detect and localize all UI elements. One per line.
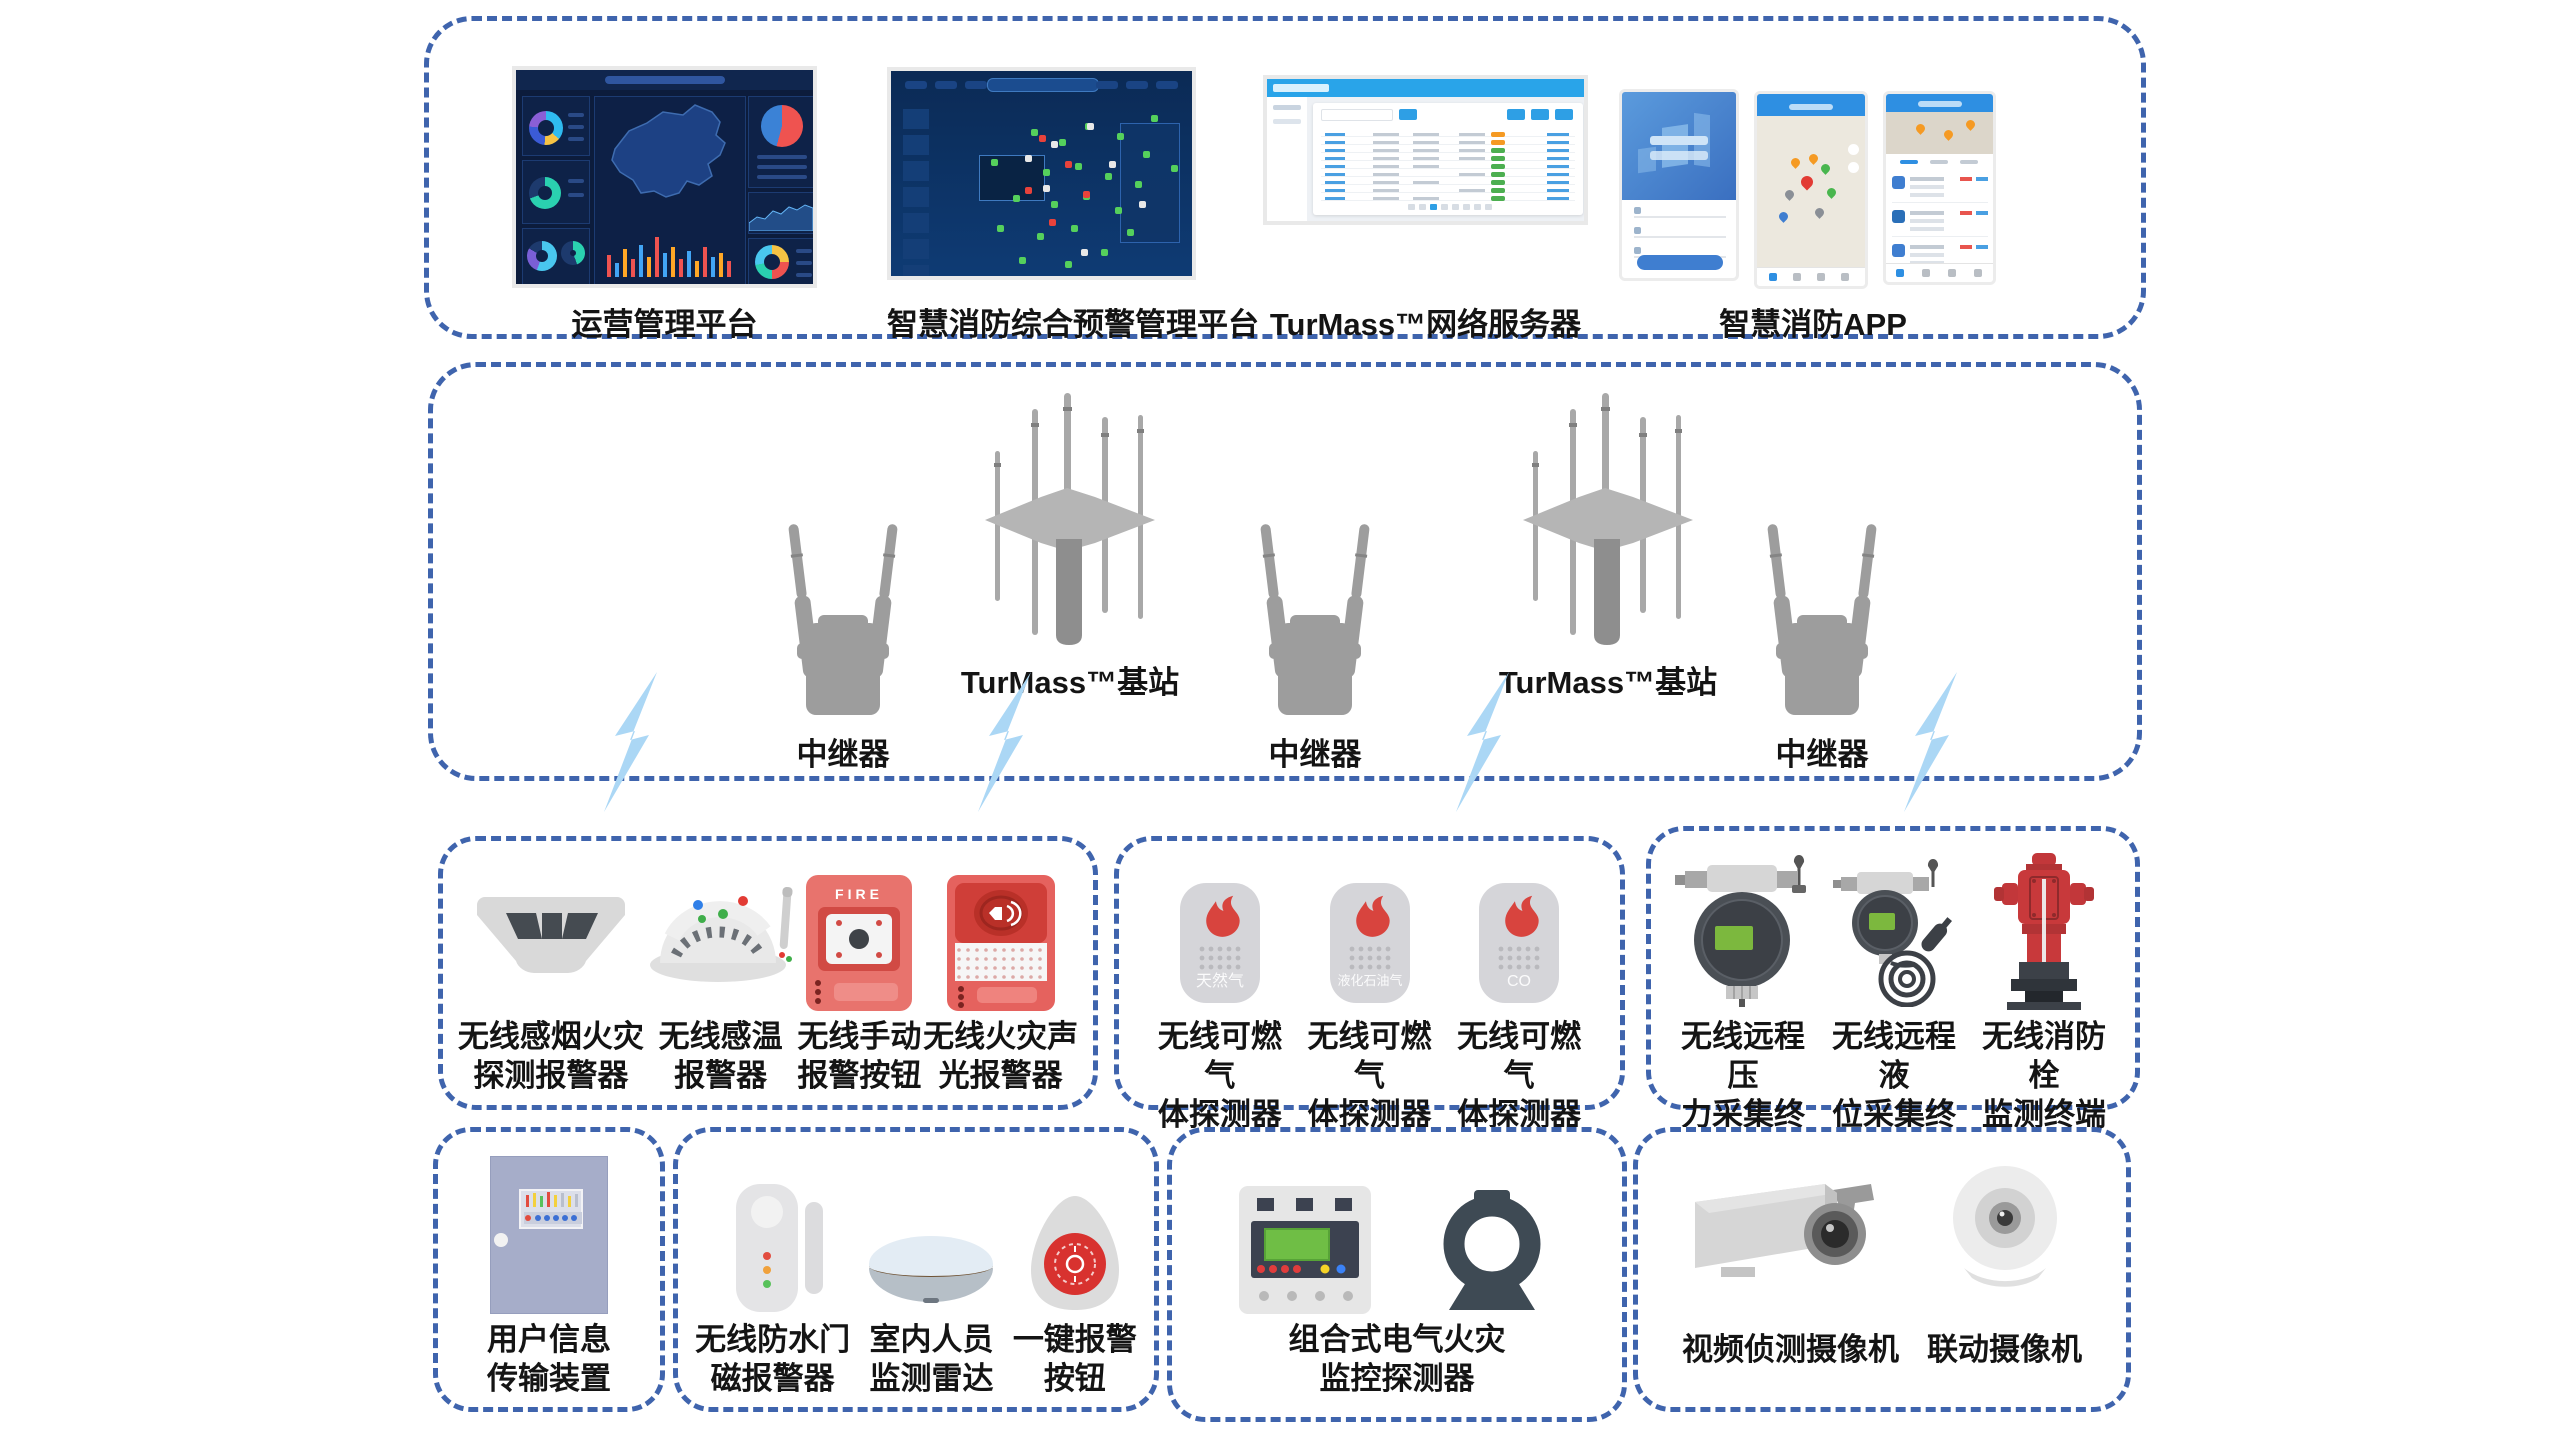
platform-label: 运营管理平台 xyxy=(571,307,758,342)
device-label: 无线火灾声 光报警器 xyxy=(923,1019,1079,1093)
platform-label: 智慧消防APP xyxy=(1719,307,1907,342)
device-panic-button: 一键报警 按钮 xyxy=(1013,1132,1137,1398)
device-electrical-fire-monitor: 组合式电气火灾 监控探测器 xyxy=(1172,1132,1622,1417)
repeater-icon xyxy=(1260,524,1370,715)
base-station-unit: TurMass™基站 xyxy=(1448,393,1768,702)
platform-server: TurMass™网络服务器 xyxy=(1263,49,1588,342)
device-bullet-camera: 视频侦测摄像机 xyxy=(1682,1132,1899,1369)
base-station-unit: TurMass™基站 xyxy=(910,393,1230,702)
repeater-unit: 中继器 xyxy=(1205,515,1425,774)
device-gas-detector-co: CO 无线可燃气 体探测器 (一氧化碳) xyxy=(1444,841,1594,1173)
platform-label: TurMass™网络服务器 xyxy=(1269,307,1582,342)
hydrant-monitor-group: 无线远程压 力采集终端 xyxy=(1646,826,2140,1171)
device-pressure-terminal: 无线远程压 力采集终端 xyxy=(1667,831,1819,1173)
gas-detector-icon: CO xyxy=(1479,883,1560,1003)
transmission-device-group: 用户信息 传输装置 xyxy=(433,1127,665,1412)
base-station-icon xyxy=(985,393,1155,645)
device-occupancy-radar: 室内人员 监测雷达 xyxy=(856,1132,1006,1398)
repeater-icon xyxy=(1767,524,1877,715)
gas-detector-icon: 天然气 xyxy=(1179,883,1260,1003)
level-terminal-icon xyxy=(1833,858,1953,1007)
platform-label: 智慧消防综合预警管理平台 xyxy=(887,307,1259,342)
platform-app: 智慧消防APP xyxy=(1615,49,2011,342)
gas-detector-group: 天然气 无线可燃气 体探测器 (甲烷) 液化石油气 无线可燃气 体探测器 xyxy=(1114,836,1625,1171)
app-screenshots xyxy=(1615,89,2011,289)
device-label: 用户信息 传输装置 xyxy=(487,1322,611,1396)
electrical-fire-group: 组合式电气火灾 监控探测器 xyxy=(1167,1127,1627,1422)
device-label: 组合式电气火灾 监控探测器 xyxy=(1288,1322,1506,1396)
sound-strobe-alarm-icon xyxy=(946,875,1055,1011)
warning-platform-screenshot xyxy=(887,67,1196,280)
device-door-magnet-alarm: 无线防水门 磁报警器 xyxy=(695,1132,850,1398)
lightning-icon xyxy=(604,672,657,812)
platform-warning: 智慧消防综合预警管理平台 xyxy=(887,49,1259,342)
china-map-graphic xyxy=(607,104,731,277)
repeater-unit: 中继器 xyxy=(733,515,953,774)
device-label: 无线远程压 力采集终端 xyxy=(1681,1019,1805,1171)
svg-text:CO: CO xyxy=(1507,973,1531,990)
device-sound-strobe-alarm: 无线火灾声 光报警器 xyxy=(923,841,1078,1095)
app-list-screen xyxy=(1883,91,1996,285)
svg-text:FIRE: FIRE xyxy=(835,886,883,902)
bullet-camera-icon xyxy=(1695,1184,1874,1277)
platform-operations: 运营管理平台 xyxy=(512,49,817,342)
fire-alarm-device-group: 无线感烟火灾 探测报警器 无线感温 报警器 xyxy=(438,836,1098,1110)
device-gas-detector-propane: 液化石油气 无线可燃气 体探测器 (丙烷) xyxy=(1295,841,1445,1173)
network-panel: 中继器 TurMass™基站 xyxy=(428,362,2142,781)
repeater-label: 中继器 xyxy=(796,737,890,772)
smoke-detector-icon xyxy=(476,897,625,973)
door-magnet-icon xyxy=(735,1184,823,1312)
panic-button-icon xyxy=(1030,1196,1119,1310)
device-smoke-detector: 无线感烟火灾 探测报警器 xyxy=(458,841,644,1095)
device-label: 无线手动 报警按钮 xyxy=(797,1019,922,1093)
repeater-label: 中继器 xyxy=(1775,737,1869,772)
device-fire-hydrant: 无线消防栓 监测终端 xyxy=(1969,831,2119,1134)
fire-hydrant-icon xyxy=(1994,853,2094,1010)
device-label: 视频侦测摄像机 xyxy=(1682,1332,1899,1367)
device-label: 无线感烟火灾 探测报警器 xyxy=(457,1019,644,1093)
repeater-icon xyxy=(788,524,898,715)
heat-detector-icon xyxy=(649,887,793,982)
user-info-transmitter-icon xyxy=(490,1156,608,1314)
device-label: 一键报警 按钮 xyxy=(1012,1322,1137,1396)
device-level-terminal: 无线远程液 位采集终端 xyxy=(1819,831,1969,1173)
device-label: 无线感温 报警器 xyxy=(658,1019,783,1093)
device-label: 联动摄像机 xyxy=(1927,1332,2082,1367)
network-server-screenshot xyxy=(1263,75,1588,225)
device-user-info-transmitter: 用户信息 传输装置 xyxy=(487,1132,611,1398)
app-map-screen xyxy=(1754,91,1868,289)
indoor-device-group: 无线防水门 磁报警器 室内人员 监测雷达 xyxy=(673,1127,1159,1412)
camera-group: 视频侦测摄像机 联动摄像机 xyxy=(1633,1127,2131,1412)
repeater-label: 中继器 xyxy=(1268,737,1362,772)
pressure-terminal-icon xyxy=(1675,855,1806,1007)
platforms-panel: 运营管理平台 智慧消防综合预警管理平台 xyxy=(424,16,2146,342)
device-gas-detector-methane: 天然气 无线可燃气 体探测器 (甲烷) xyxy=(1145,841,1295,1173)
repeater-unit: 中继器 xyxy=(1712,515,1932,774)
occupancy-radar-icon xyxy=(869,1236,994,1303)
device-label: 无线消防栓 监测终端 xyxy=(1982,1019,2106,1132)
base-station-icon xyxy=(1523,393,1693,645)
lightning-icon xyxy=(1456,672,1509,812)
device-label: 无线防水门 磁报警器 xyxy=(695,1322,851,1396)
manual-call-point-icon: FIRE xyxy=(806,875,913,1011)
device-dome-camera: 联动摄像机 xyxy=(1927,1132,2082,1369)
lightning-icon xyxy=(1904,672,1957,812)
electrical-monitor-icon xyxy=(1239,1186,1371,1314)
app-login-screen xyxy=(1619,89,1739,281)
lightning-icon xyxy=(978,672,1031,812)
svg-text:天然气: 天然气 xyxy=(1196,972,1244,990)
current-transformer-icon xyxy=(1443,1190,1541,1310)
device-label: 室内人员 监测雷达 xyxy=(869,1322,994,1396)
dome-camera-icon xyxy=(1952,1166,2057,1287)
svg-text:液化石油气: 液化石油气 xyxy=(1337,973,1402,988)
base-station-label: TurMass™基站 xyxy=(960,665,1180,700)
gas-detector-icon: 液化石油气 xyxy=(1329,883,1410,1003)
base-station-label: TurMass™基站 xyxy=(1498,665,1718,700)
operations-dashboard-screenshot xyxy=(512,66,817,288)
device-heat-detector: 无线感温 报警器 xyxy=(646,841,796,1095)
device-manual-call-point: FIRE 无线手动 报警按钮 xyxy=(797,841,921,1095)
